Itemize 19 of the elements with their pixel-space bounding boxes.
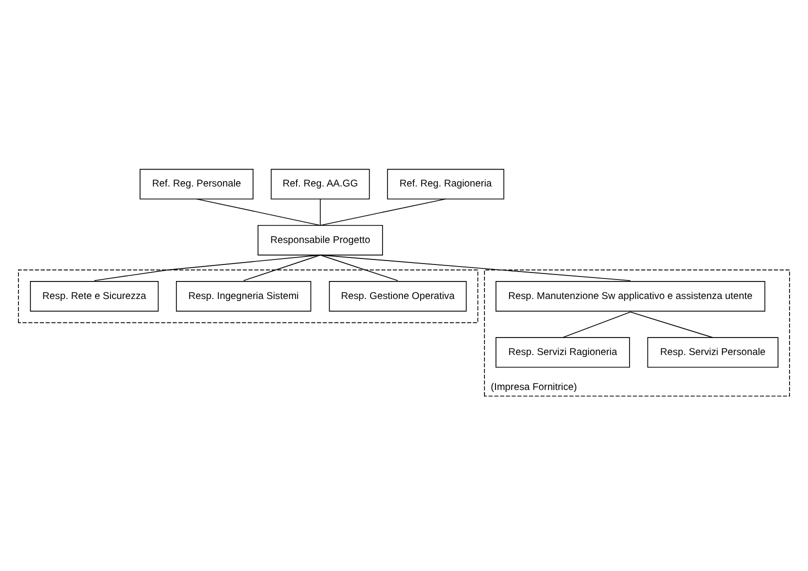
- node-box: Resp. Servizi Ragioneria: [496, 336, 630, 368]
- node-box: Resp. Rete e Sicurezza: [30, 280, 159, 312]
- node-box: Ref. Reg. Ragioneria: [387, 168, 504, 199]
- node-box: Resp. Ingegneria Sistemi: [176, 280, 312, 312]
- node-box: Resp. Gestione Operativa: [328, 280, 467, 312]
- connector: [196, 198, 321, 226]
- node-box: Ref. Reg. AA.GG: [270, 168, 370, 199]
- connector: [320, 198, 321, 226]
- node-box: Resp. Manutenzione Sw applicativo e assistenza utente: [496, 280, 766, 312]
- cluster: [18, 269, 478, 323]
- connector: [320, 254, 398, 281]
- connector: [630, 311, 714, 338]
- connector: [320, 198, 446, 226]
- node-box: Resp. Servizi Personale: [647, 336, 778, 368]
- node-box: Responsabile Progetto: [258, 224, 383, 255]
- connector: [243, 254, 321, 281]
- connector: [562, 311, 631, 338]
- node-box: Ref. Reg. Personale: [140, 168, 254, 199]
- connector: [320, 254, 631, 281]
